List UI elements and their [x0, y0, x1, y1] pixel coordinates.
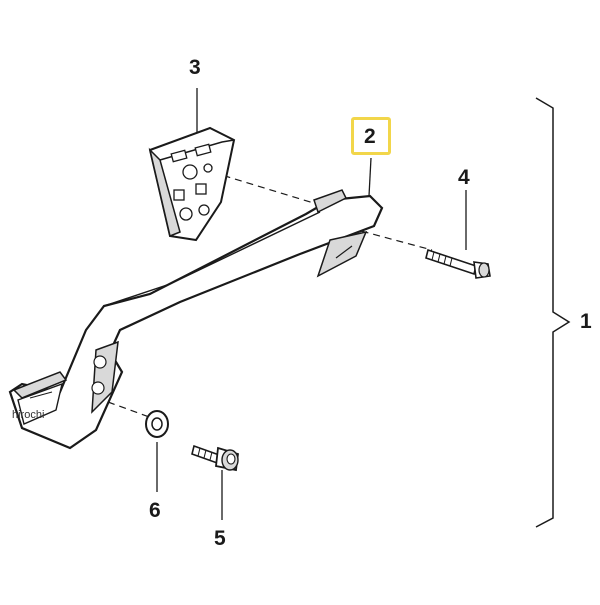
long-bolt-part [425, 248, 491, 279]
callout-label-6[interactable]: 6 [149, 499, 161, 522]
callout-2-highlight [351, 117, 391, 155]
callout-label-3[interactable]: 3 [189, 56, 201, 79]
washer-part [145, 410, 169, 438]
callout-label-2[interactable]: 2 [364, 125, 376, 148]
leader-lines [156, 88, 467, 520]
short-bolt-part [191, 444, 239, 472]
callout-label-5[interactable]: 5 [214, 527, 226, 550]
callout-label-1[interactable]: 1 [580, 310, 592, 333]
assembly-line-pad [211, 171, 321, 206]
callout-label-4[interactable]: 4 [458, 166, 470, 189]
assembly-bracket [535, 97, 571, 528]
leader-line-2 [368, 157, 372, 197]
brake-lever-part [8, 189, 384, 450]
assembly-line-bolt [349, 227, 433, 251]
watermark-text: hirochi [12, 409, 45, 421]
foot-pad-part [148, 126, 236, 242]
assembly-lines [107, 171, 433, 419]
assembly-line-washer [107, 401, 153, 419]
